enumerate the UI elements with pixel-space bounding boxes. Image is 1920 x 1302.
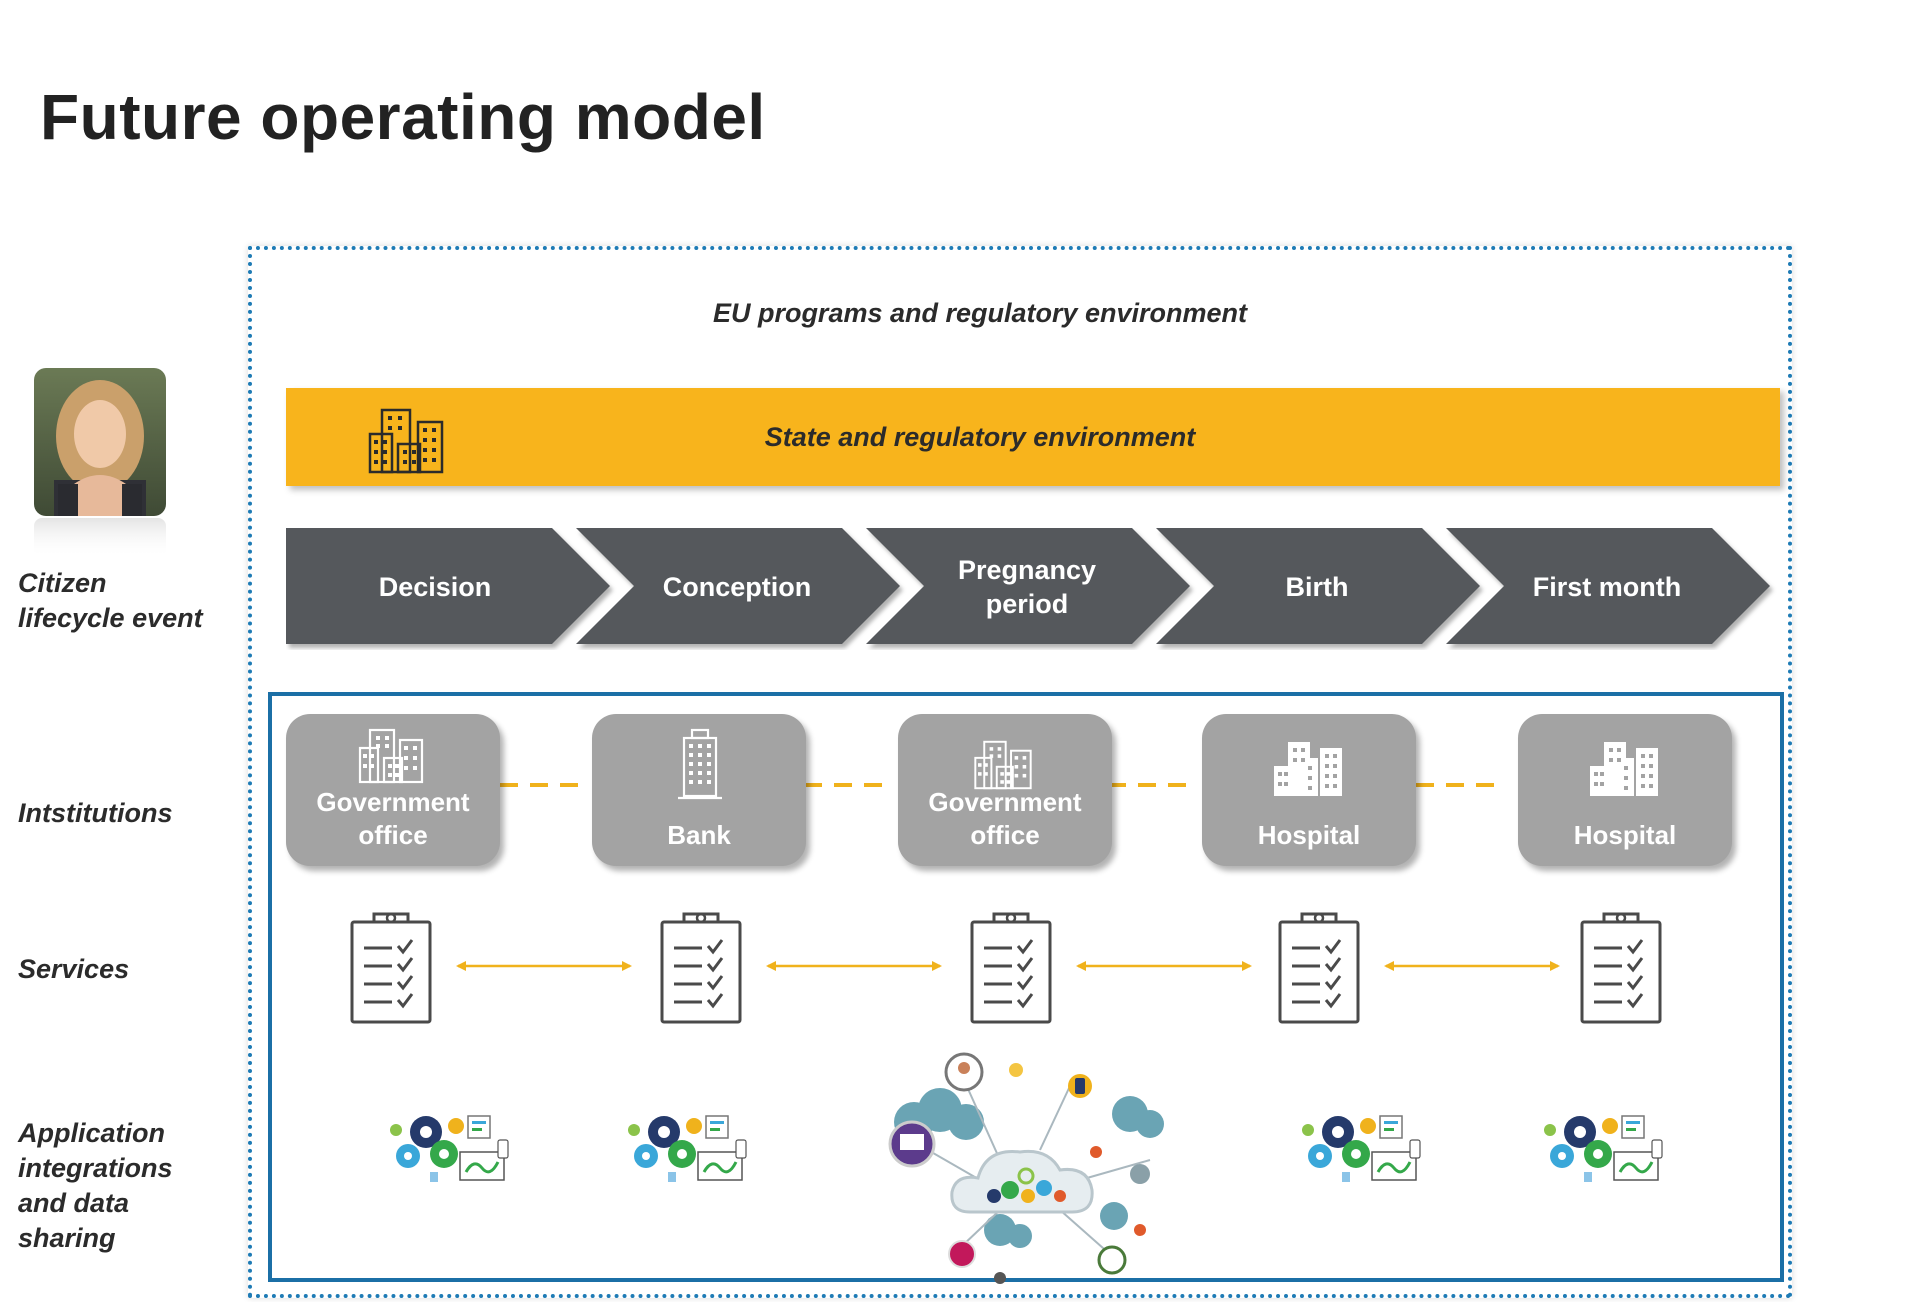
institution-label: Hospital <box>1573 820 1677 850</box>
lifecycle-label-pregnancy-period: Pregnancy period <box>957 555 1097 619</box>
institution-hospital-1: Hospital <box>1202 714 1416 866</box>
tower-building-icon <box>678 728 722 800</box>
chevron-first-month <box>1446 528 1770 644</box>
label-application-integrations: Application integrations and data sharin… <box>18 1118 173 1253</box>
clipboard-checklist-icon <box>350 912 432 1024</box>
services-row <box>350 912 1662 1024</box>
clipboard-checklist-icon <box>1580 912 1662 1024</box>
institution-hospital-2: Hospital <box>1518 714 1732 866</box>
state-regulatory-label: State and regulatory environment <box>764 422 1196 452</box>
chevron-conception <box>576 528 900 644</box>
lifecycle-label-birth: Birth <box>1285 572 1349 602</box>
clipboard-checklist-icon <box>970 912 1052 1024</box>
citizen-avatar <box>34 368 166 558</box>
lifecycle-label-conception: Conception <box>662 572 812 602</box>
label-services: Services <box>18 954 130 984</box>
chevron-birth <box>1156 528 1480 644</box>
gears-devices-icon <box>1542 1114 1664 1184</box>
institution-label: Hospital <box>1257 820 1361 850</box>
office-buildings-icon <box>974 740 1032 790</box>
institution-label: Government office <box>316 787 470 850</box>
institution-government-office-1: Government office <box>286 714 500 866</box>
lifecycle-label-decision: Decision <box>378 572 492 602</box>
eu-programs-label: EU programs and regulatory environment <box>712 298 1248 328</box>
page-title: Future operating model <box>40 81 766 153</box>
chevron-decision <box>286 528 610 644</box>
clipboard-checklist-icon <box>1278 912 1360 1024</box>
gears-devices-icon <box>388 1114 510 1184</box>
solid-buildings-icon <box>1590 742 1658 796</box>
cloud-hub-icon <box>888 1052 1164 1284</box>
applications-row <box>388 1052 1664 1284</box>
institution-links <box>500 783 1506 787</box>
label-citizen-lifecycle-event: Citizen lifecycle event <box>18 568 203 633</box>
institution-bank: Bank <box>592 714 806 866</box>
lifecycle-chevrons <box>286 528 1770 644</box>
eu-frame <box>248 246 1792 1298</box>
office-buildings-icon <box>358 728 424 784</box>
gears-devices-icon <box>626 1114 748 1184</box>
clipboard-checklist-icon <box>660 912 742 1024</box>
city-buildings-icon <box>368 408 446 479</box>
institution-label: Bank <box>667 820 731 850</box>
institution-government-office-2: Government office <box>898 714 1112 866</box>
gears-devices-icon <box>1300 1114 1422 1184</box>
solid-buildings-icon <box>1274 742 1342 796</box>
state-band <box>286 388 1780 486</box>
institution-label: Government office <box>928 787 1082 850</box>
label-institutions: Intstitutions <box>18 798 173 828</box>
lifecycle-label-first-month: First month <box>1532 572 1682 602</box>
institutions-frame <box>268 692 1784 1282</box>
chevron-pregnancy-period <box>866 528 1190 644</box>
